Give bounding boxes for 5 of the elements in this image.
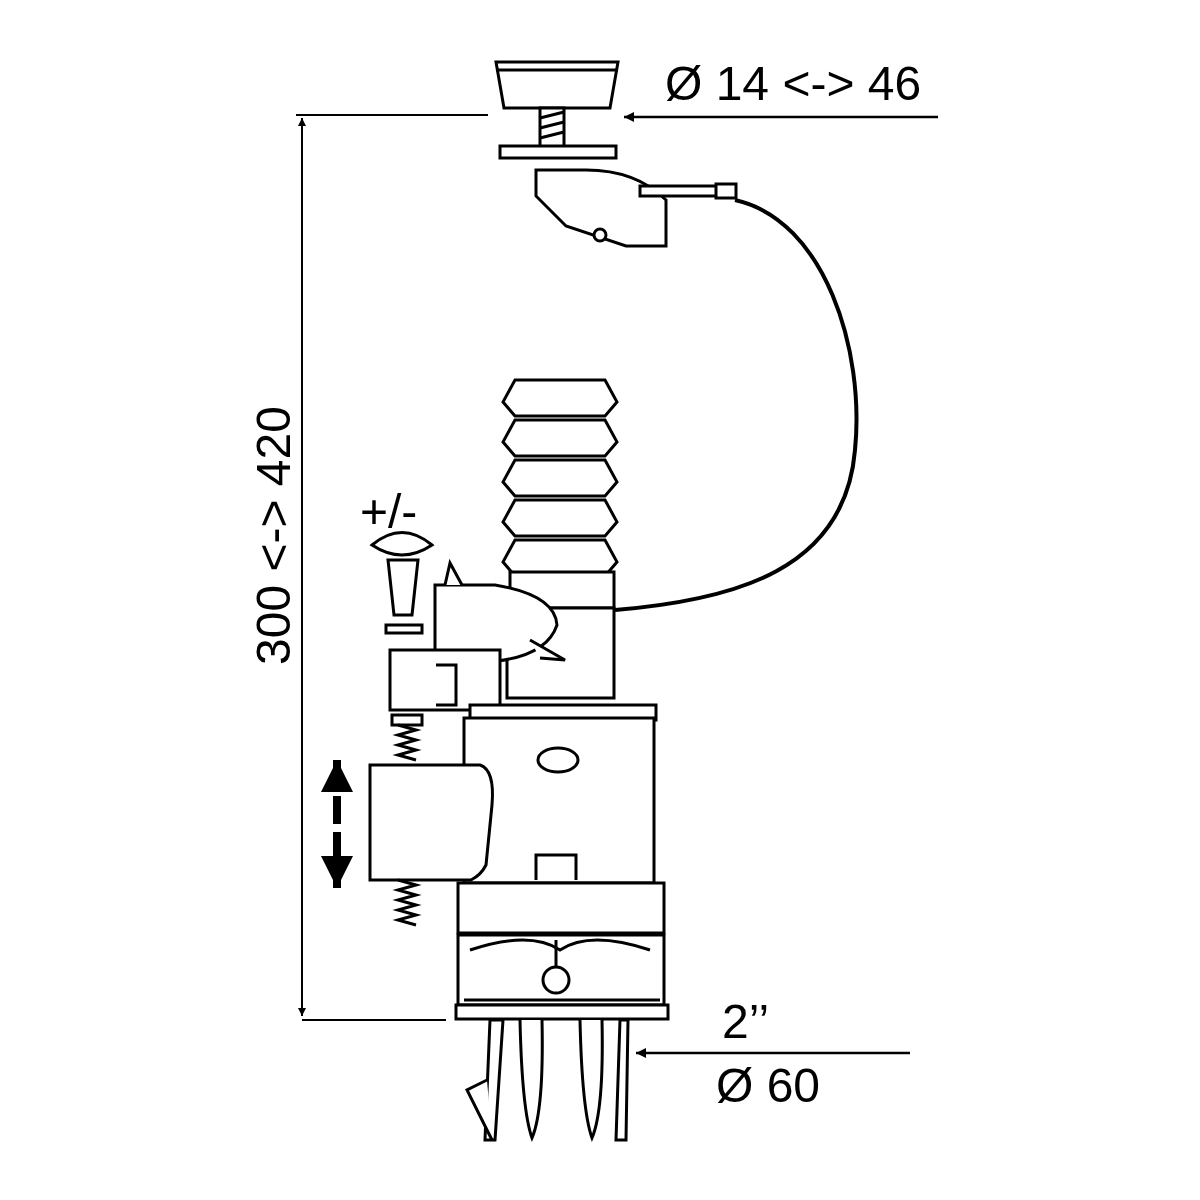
dimension-label: 2’’ bbox=[722, 998, 770, 1046]
dimension-label: 300 <-> 420 bbox=[250, 406, 298, 665]
dimension-label: Ø 60 bbox=[716, 1062, 821, 1110]
adjustment-label: +/- bbox=[360, 488, 418, 536]
dimension-label: Ø 14 <-> 46 bbox=[665, 60, 922, 108]
